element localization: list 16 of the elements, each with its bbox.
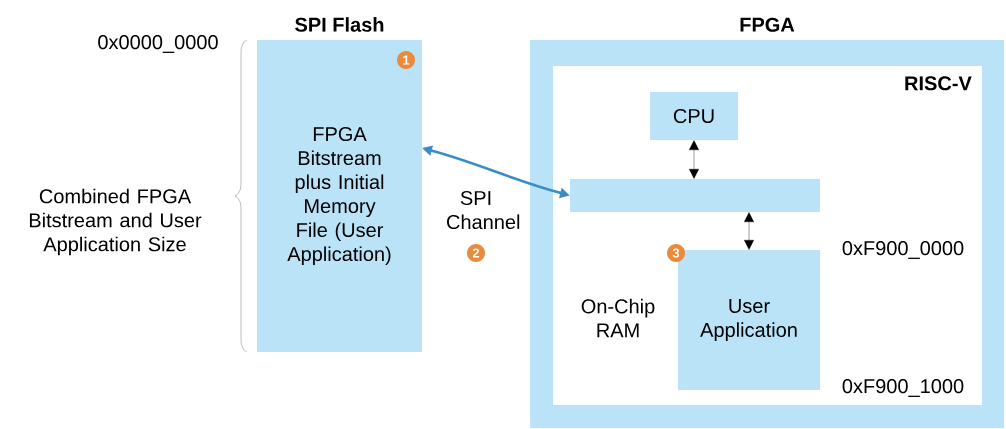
number-badge: 3 [667, 244, 685, 262]
memory-box: CPU [650, 92, 738, 140]
memory-box: User Application [678, 250, 820, 390]
arrow [689, 140, 699, 179]
heading: SPI Flash [295, 17, 384, 32]
number-badge: 2 [467, 244, 485, 262]
heading: FPGA [740, 17, 795, 32]
label: On-Chip RAM [581, 298, 655, 338]
edge-label: SPI Channel [445, 189, 520, 231]
number-badge: 1 [397, 51, 415, 69]
label: 0xF900_0000 [842, 241, 964, 259]
label: 0x0000_0000 [98, 35, 218, 53]
label: Combined FPGA Bitstream and User Application Size [29, 188, 202, 256]
bus-bar [570, 179, 820, 212]
label: 0xF900_1000 [842, 379, 964, 397]
arrow [744, 212, 754, 250]
